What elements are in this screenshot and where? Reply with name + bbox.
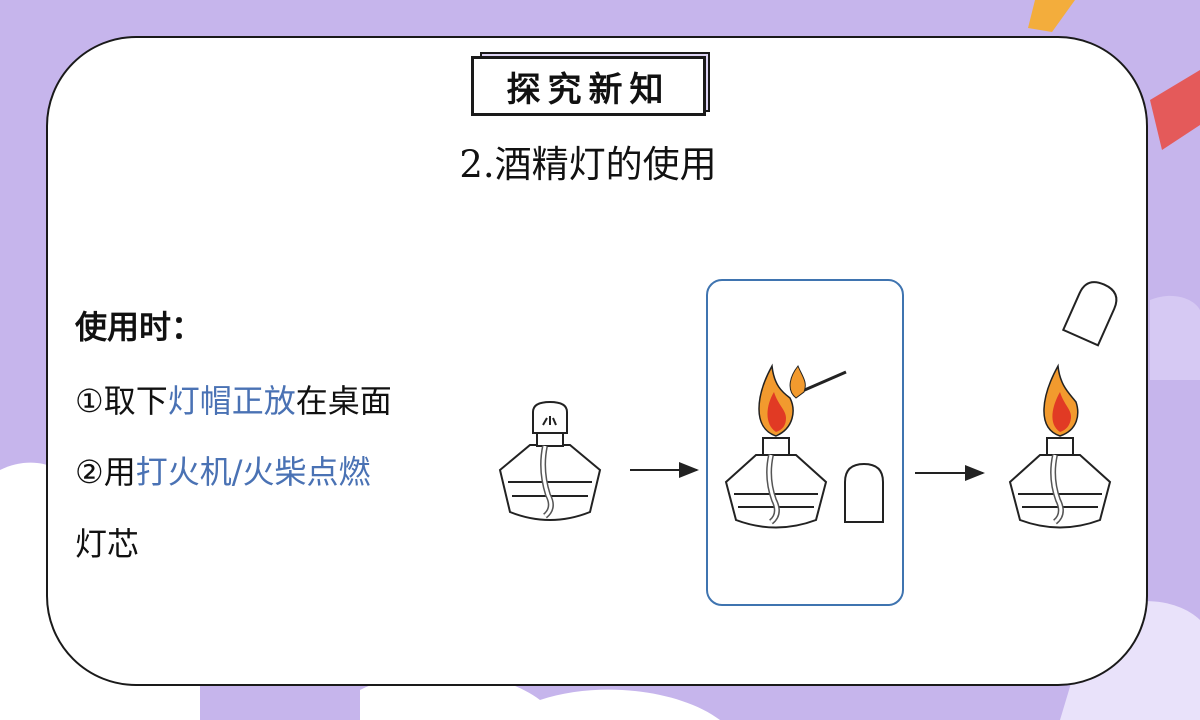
step-1-prefix: ①取下: [75, 382, 168, 420]
highlight-panel: [706, 279, 904, 606]
step-2-continued: 灯芯: [75, 525, 140, 563]
step-2-prefix: ②用: [75, 453, 136, 491]
usage-heading: 使用时：: [75, 308, 204, 346]
alcohol-lamp-capped-icon: [498, 400, 602, 521]
step-2: ②用打火机/火柴点燃: [75, 456, 371, 488]
step-1-highlight: 灯帽正放: [167, 382, 296, 420]
section-badge: 探究新知: [471, 56, 706, 116]
step-2-highlight: 打火机/火柴点燃: [135, 453, 371, 491]
step-1-suffix: 在桌面: [295, 382, 392, 420]
alcohol-lamp-lit-icon: [724, 363, 847, 529]
step-1: ①取下灯帽正放在桌面: [75, 385, 392, 417]
content-card: [46, 36, 1148, 686]
slide-subtitle: 2.酒精灯的使用: [459, 143, 717, 186]
lamp-cap-icon: [844, 462, 884, 523]
alcohol-lamp-lit-icon: [1008, 363, 1112, 529]
lamp-cap-icon: [1061, 281, 1118, 347]
